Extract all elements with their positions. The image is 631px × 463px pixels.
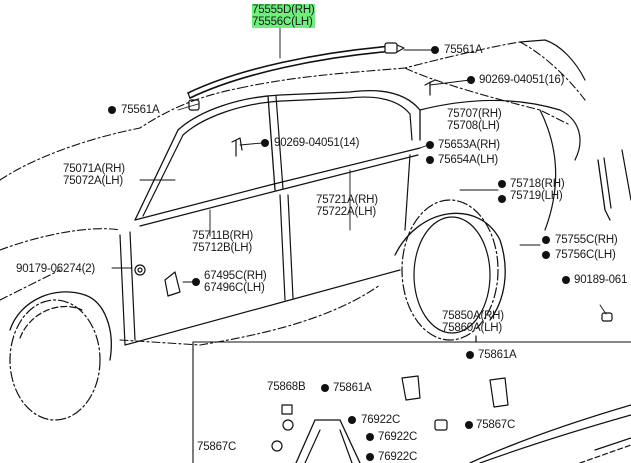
- label-75861a-a: 75861A: [478, 349, 517, 361]
- part-number: 75722A(LH): [316, 206, 377, 218]
- label-75868b: 75868B: [267, 381, 306, 393]
- callout-dot: [426, 141, 434, 149]
- part-number: 75868B: [267, 381, 306, 393]
- label-75756c: 75756C(LH): [555, 249, 616, 261]
- inset-box: [192, 335, 631, 463]
- part-number: 75708(LH): [447, 120, 500, 132]
- inset-parts: [271, 375, 631, 463]
- part-number: 75867C: [197, 441, 237, 453]
- part-number: 75861A: [478, 349, 517, 361]
- label-75718: 75718(RH) 75719(LH): [510, 178, 565, 202]
- callout-dot: [366, 433, 374, 441]
- callout-dot: [192, 278, 200, 286]
- callout-dot: [261, 139, 269, 147]
- part-number: 90269-04051(16): [479, 74, 565, 86]
- part-number: 67495C(RH): [204, 270, 267, 282]
- part-number: 75654A(LH): [438, 154, 499, 166]
- label-75653a: 75653A(RH): [438, 139, 500, 151]
- label-90189: 90189-061: [574, 274, 627, 286]
- label-67495c: 67495C(RH) 67496C(LH): [204, 270, 267, 294]
- part-number: 75755C(RH): [555, 234, 618, 246]
- rear-body: [419, 39, 586, 231]
- label-75707: 75707(RH) 75708(LH): [447, 108, 502, 132]
- part-number: 75711B(RH): [192, 230, 254, 242]
- part-number: 90189-061: [574, 274, 628, 286]
- label-75867c-a: 75867C: [476, 419, 515, 431]
- part-number: 76922C: [361, 414, 401, 426]
- callout-dot: [542, 236, 550, 244]
- label-75561a-top: 75561A: [444, 44, 483, 56]
- callout-dot: [431, 46, 439, 54]
- part-number: 75712B(LH): [192, 242, 253, 254]
- part-number: 90269-04051(14): [274, 137, 360, 149]
- car-body-outline: [0, 41, 586, 346]
- callout-dot: [108, 106, 116, 114]
- part-number: 75556C(LH): [252, 16, 315, 28]
- part-number: 75071A(RH): [63, 163, 125, 175]
- callout-dot: [321, 384, 329, 392]
- part-number: 75561A: [121, 104, 160, 116]
- callout-dot: [466, 351, 474, 359]
- roof-moulding: [187, 45, 395, 99]
- part-number: 75719(LH): [510, 190, 563, 202]
- callout-dot: [498, 180, 506, 188]
- label-76922c-c: 76922C: [378, 451, 417, 463]
- part-number: 90179-06274(2): [16, 263, 96, 275]
- front-wheel: [9, 291, 112, 421]
- part-number: 75707(RH): [447, 108, 502, 120]
- label-75867c-b: 75867C: [197, 441, 236, 453]
- pillar-garnish: [597, 149, 631, 221]
- callout-dot: [542, 251, 550, 259]
- part-number: 75555D(RH): [252, 4, 315, 16]
- clip-75561a-top: [384, 42, 405, 54]
- label-75755c: 75755C(RH): [555, 234, 618, 246]
- small-parts: [134, 79, 613, 322]
- rear-wheel: [394, 199, 506, 341]
- part-number: 75072A(LH): [63, 175, 124, 187]
- part-number: 75867C: [476, 419, 516, 431]
- part-number: 75653A(RH): [438, 139, 500, 151]
- label-75711b: 75711B(RH) 75712B(LH): [192, 230, 253, 254]
- label-76922c-b: 76922C: [378, 431, 417, 443]
- callout-dot: [465, 421, 473, 429]
- label-90179: 90179-06274(2): [16, 263, 95, 275]
- label-75850a: 75850A(RH) 75860A(LH): [442, 310, 504, 334]
- label-75561a-left: 75561A: [121, 104, 160, 116]
- part-number: 75850A(RH): [442, 310, 504, 322]
- door-frames: [119, 89, 421, 346]
- leader-lines: [111, 23, 607, 315]
- label-76922c-a: 76922C: [361, 414, 400, 426]
- callout-dot: [498, 195, 506, 203]
- label-75555d: 75555D(RH) 75556C(LH): [252, 4, 315, 28]
- label-75071a: 75071A(RH) 75072A(LH): [63, 163, 125, 187]
- callout-dot: [426, 156, 434, 164]
- part-number: 75721A(RH): [316, 194, 378, 206]
- label-90269-mid: 90269-04051(14): [274, 137, 359, 149]
- label-75721a: 75721A(RH) 75722A(LH): [316, 194, 378, 218]
- callout-dot: [348, 416, 356, 424]
- callout-dot: [366, 453, 374, 461]
- label-75654a: 75654A(LH): [438, 154, 498, 166]
- part-number: 75718(RH): [510, 178, 565, 190]
- callout-dot: [562, 276, 570, 284]
- part-number: 76922C: [378, 431, 418, 443]
- part-number: 75861A: [333, 382, 372, 394]
- label-75861a-b: 75861A: [333, 382, 372, 394]
- callout-dot: [467, 76, 475, 84]
- part-number: 75561A: [444, 44, 483, 56]
- label-90269-top: 90269-04051(16): [479, 74, 564, 86]
- part-number: 75860A(LH): [442, 322, 503, 334]
- part-number: 76922C: [378, 451, 418, 463]
- part-number: 67496C(LH): [204, 282, 265, 294]
- part-number: 75756C(LH): [555, 249, 616, 261]
